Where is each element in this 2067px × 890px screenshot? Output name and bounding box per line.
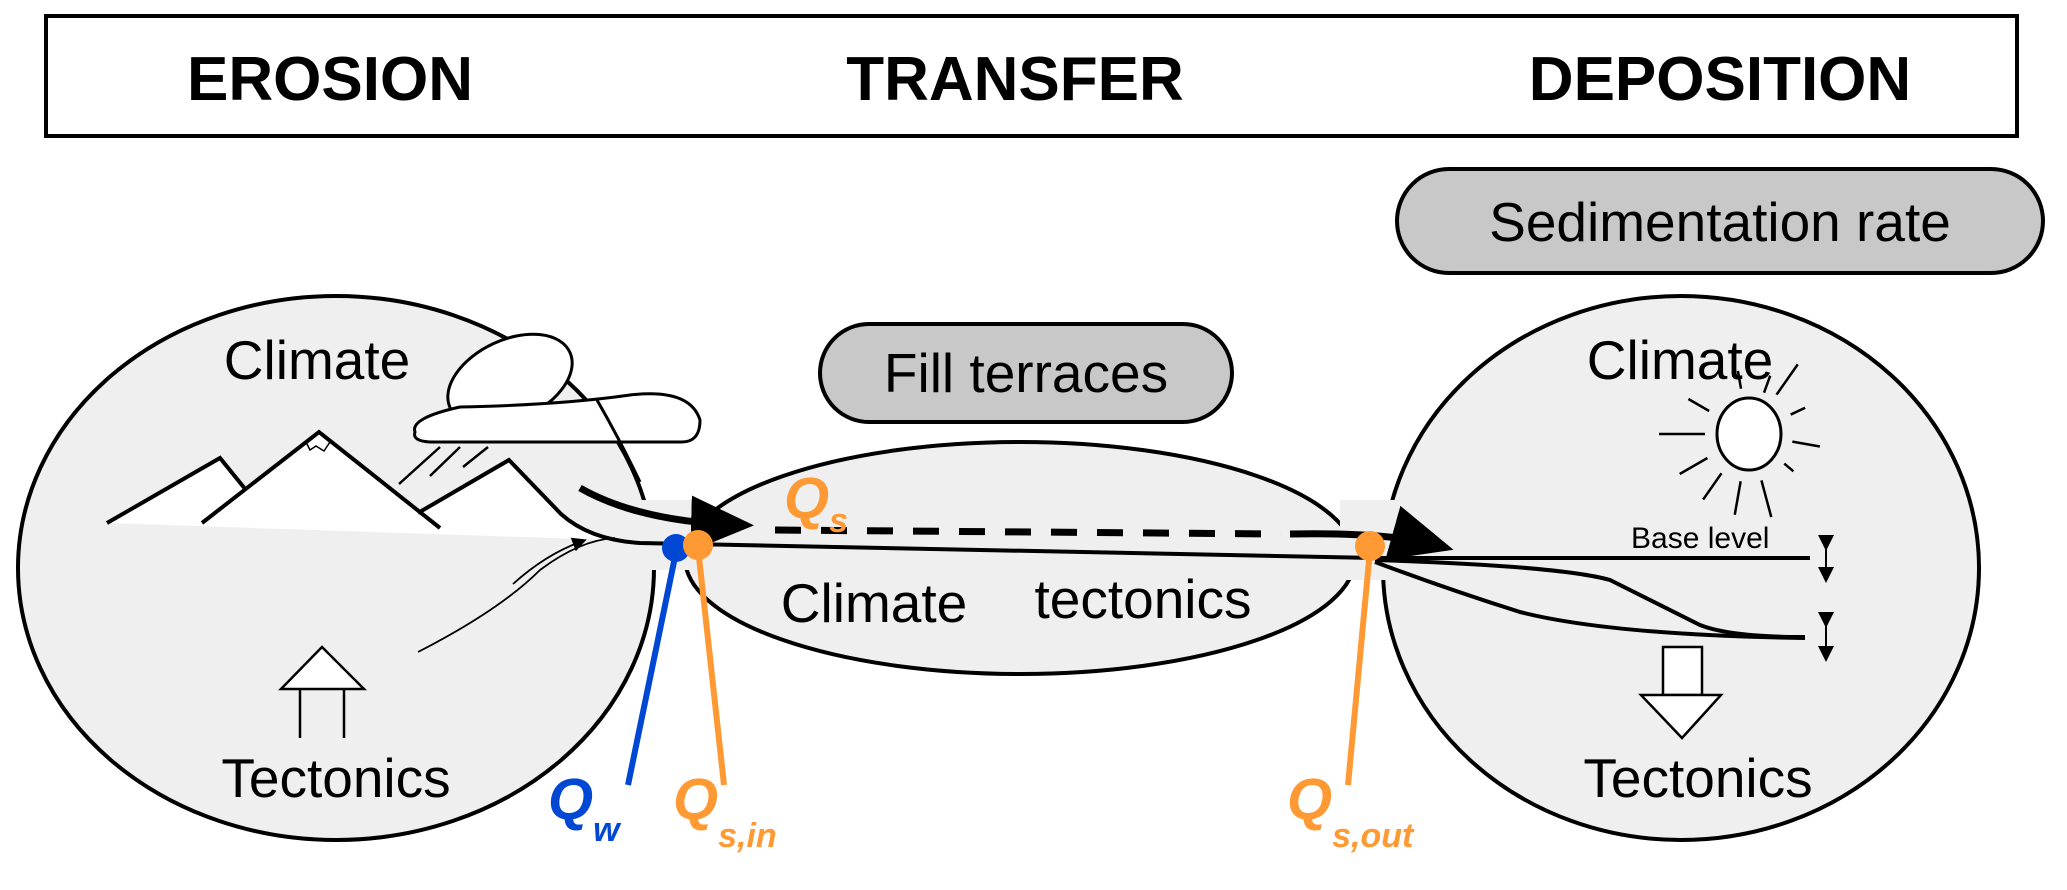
qw-point <box>662 534 690 562</box>
sun-ray <box>1687 397 1710 413</box>
qs-in-leader-line <box>695 547 727 786</box>
subsidence-arrow-icon <box>1638 645 1724 740</box>
qs-in-label: Qs,in <box>673 767 777 855</box>
qs-in-point <box>683 530 713 560</box>
sun-ray <box>1733 481 1742 515</box>
qw-leader-line <box>625 551 679 786</box>
uplift-arrow-icon <box>278 645 368 738</box>
sun-ray <box>1790 406 1806 416</box>
base-level-label: Base level <box>1631 522 1769 555</box>
sun-icon <box>1659 363 1821 518</box>
sedimentation-rate-box <box>1395 167 2045 275</box>
qs-out-leader-line <box>1345 549 1373 786</box>
sun-ray <box>1702 472 1723 501</box>
sediment-flux-dashed <box>774 526 1282 538</box>
mountains-icon <box>106 429 1376 560</box>
sun-ray <box>1760 480 1773 518</box>
qs-label: Qs <box>784 466 848 540</box>
cloud-icon <box>398 332 702 485</box>
sun-ray <box>1762 375 1772 394</box>
qw-label: Qw <box>548 767 622 849</box>
fill-terraces-label: Fill terraces <box>884 342 1168 404</box>
sediment-flux-arrow-start <box>578 484 754 552</box>
fill-terraces-box <box>818 322 1234 424</box>
erosion-climate-label: Climate <box>224 329 410 391</box>
sun-ray <box>1679 456 1709 476</box>
sun-ray <box>1783 462 1795 473</box>
sun-ray <box>1775 363 1799 396</box>
header-deposition: DEPOSITION <box>1529 45 1911 114</box>
erosion-tectonics-label: Tectonics <box>221 747 450 809</box>
qs-out-label: Qs,out <box>1287 767 1415 855</box>
header-transfer: TRANSFER <box>846 45 1184 114</box>
transfer-tectonics-label: tectonics <box>1034 568 1251 630</box>
sun-ray <box>1792 440 1821 448</box>
sun-ray <box>1736 370 1743 389</box>
uplift-flow-line <box>417 537 616 653</box>
header-erosion: EROSION <box>187 45 473 114</box>
transfer-climate-label: Climate <box>781 572 967 634</box>
qs-out-point <box>1355 531 1385 561</box>
header-box <box>44 14 2019 138</box>
sedimentation-rate-label: Sedimentation rate <box>1489 191 1951 253</box>
deposition-climate-label: Climate <box>1587 329 1773 391</box>
uplift-flow-arrow <box>512 537 587 585</box>
base-level-surfaces <box>1374 556 1810 640</box>
deposition-tectonics-label: Tectonics <box>1583 747 1812 809</box>
